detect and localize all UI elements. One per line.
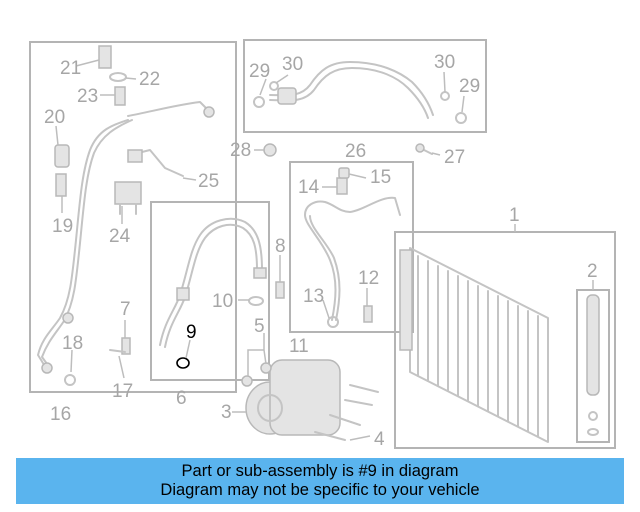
banner-line-1: Part or sub-assembly is #9 in diagram [181, 462, 459, 480]
callout-18[interactable]: 18 [62, 333, 83, 354]
callout-28[interactable]: 28 [230, 140, 251, 161]
group-box-6 [150, 201, 270, 381]
o-ring-13 [327, 316, 339, 328]
leader-lines [55, 59, 594, 441]
callout-29-right[interactable]: 29 [459, 76, 480, 97]
group-box-16 [29, 41, 237, 393]
hose-6 [159, 217, 267, 348]
o-ring-29b [455, 112, 467, 124]
callout-26[interactable]: 26 [345, 141, 366, 162]
callout-6[interactable]: 6 [176, 388, 187, 409]
bolt-17 [109, 349, 126, 353]
callout-25[interactable]: 25 [198, 171, 219, 192]
callout-19[interactable]: 19 [52, 216, 73, 237]
callout-21[interactable]: 21 [60, 58, 81, 79]
sensor-21 [98, 45, 112, 69]
banner-line-2: Diagram may not be specific to your vehi… [160, 481, 480, 499]
bolt-7 [121, 337, 131, 355]
callout-23[interactable]: 23 [77, 86, 98, 107]
bolt-27 [415, 143, 433, 155]
callout-3[interactable]: 3 [221, 402, 232, 423]
parts-diagram: 21 22 23 20 19 24 25 18 16 7 17 6 8 10 9… [29, 39, 616, 450]
bolts-4 [314, 384, 379, 441]
bracket-25 [127, 149, 184, 177]
valve-14 [336, 177, 348, 195]
callout-22[interactable]: 22 [139, 69, 160, 90]
callout-30-left[interactable]: 30 [282, 54, 303, 75]
compressor-3 [245, 359, 341, 436]
group-box-26 [243, 39, 487, 133]
bolt-12 [363, 305, 373, 323]
callout-9[interactable]: 9 [186, 322, 197, 343]
nut-28 [263, 143, 277, 157]
info-banner: Part or sub-assembly is #9 in diagram Di… [16, 458, 624, 504]
callout-29-left[interactable]: 29 [249, 61, 270, 82]
callout-2[interactable]: 2 [587, 261, 598, 282]
callout-1[interactable]: 1 [509, 205, 520, 226]
o-ring-10 [248, 296, 264, 306]
callout-24[interactable]: 24 [109, 226, 131, 247]
callout-14[interactable]: 14 [298, 177, 320, 198]
group-box-1 [394, 231, 616, 449]
callout-7[interactable]: 7 [120, 299, 131, 320]
callout-17[interactable]: 17 [112, 381, 133, 402]
bracket-24 [114, 181, 142, 215]
hose-26 [269, 61, 434, 119]
o-ring-22 [109, 72, 127, 82]
callout-27[interactable]: 27 [444, 147, 465, 168]
condenser-1 [399, 247, 549, 443]
valve-23 [114, 86, 126, 106]
o-ring-18 [64, 374, 76, 386]
callout-16[interactable]: 16 [50, 404, 71, 425]
callout-4[interactable]: 4 [374, 429, 385, 450]
hose-11 [304, 196, 401, 321]
o-ring-29a [253, 96, 265, 108]
callout-13[interactable]: 13 [303, 286, 324, 307]
o-ring-9 [176, 357, 190, 369]
callout-30-right[interactable]: 30 [434, 52, 455, 73]
group-box-11 [289, 161, 414, 333]
o-ring-30a [269, 81, 279, 91]
o-ring-30b [440, 91, 450, 101]
callout-8[interactable]: 8 [275, 236, 286, 257]
cap-20 [54, 144, 70, 168]
callout-15[interactable]: 15 [370, 167, 391, 188]
callout-12[interactable]: 12 [358, 268, 379, 289]
callout-5[interactable]: 5 [254, 316, 265, 337]
pipe-16 [37, 101, 215, 374]
callout-20[interactable]: 20 [44, 107, 65, 128]
core-19 [55, 173, 67, 197]
cap-15 [338, 167, 350, 179]
callout-10[interactable]: 10 [212, 291, 233, 312]
callout-11[interactable]: 11 [289, 336, 309, 357]
bolt-8 [275, 281, 285, 299]
drier-2 [586, 294, 600, 436]
